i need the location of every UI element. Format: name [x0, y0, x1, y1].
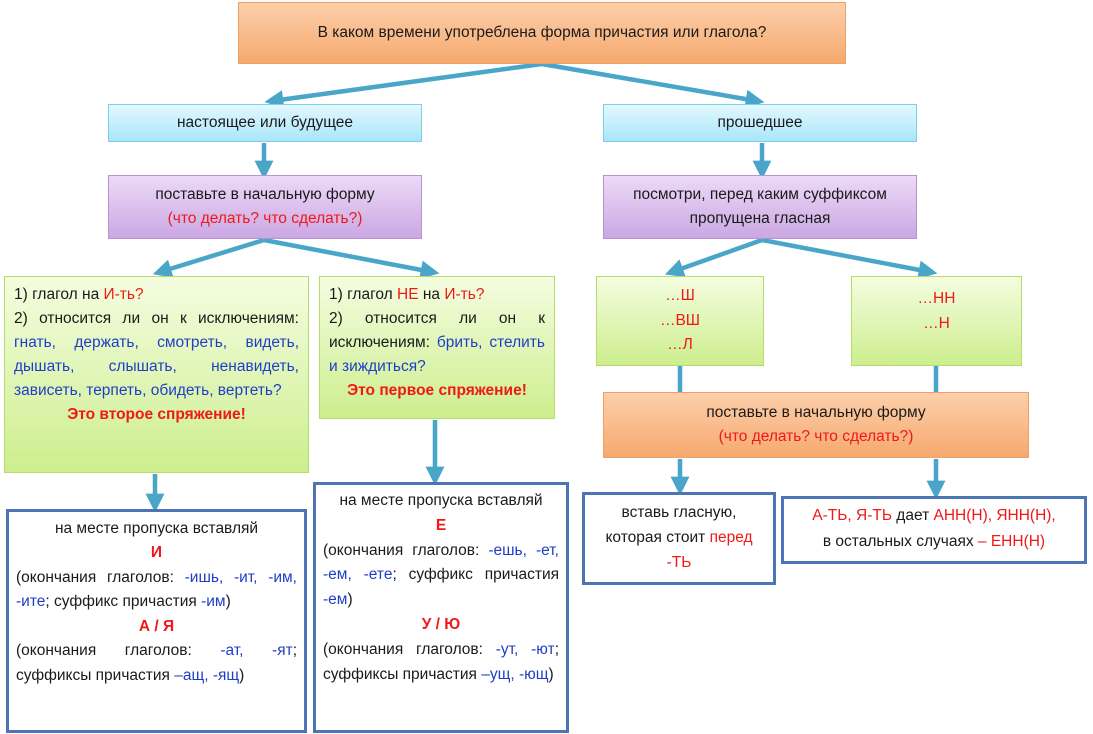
question-text: В каком времени употреблена форма причас…: [317, 23, 767, 41]
ann-line-2: в остальных случаях – ЕНН(Н): [792, 529, 1076, 555]
suffix-l: …Л: [667, 336, 693, 354]
arrow-question-to-past: [541, 61, 765, 109]
suffix-enn: – ЕНН(Н): [977, 532, 1046, 550]
endings-label: (окончания глаголов:: [16, 568, 185, 586]
participle-suffix: -ем: [323, 591, 348, 609]
first-condition-2: 2) относится ли он к исключениям: брить,…: [329, 307, 545, 379]
first-conjugation-result: Это первое спряжение!: [347, 382, 527, 400]
gives-text: дает: [892, 507, 934, 524]
look-line2: пропущена гласная: [689, 210, 831, 227]
suffix-label: ; суффикс причастия: [45, 593, 202, 611]
other-cases-text: в остальных случаях: [822, 532, 978, 550]
close-paren: ): [548, 665, 554, 683]
verb-ending-at-yat: А-ТЬ, Я-ТЬ: [812, 507, 892, 524]
endings-a-ya: (окончания глаголов: -ат, -ят; суффиксы …: [16, 639, 297, 688]
ending-ite: И-ть?: [444, 286, 485, 303]
suffix-ann-yann: АНН(Н), ЯНН(Н),: [933, 507, 1056, 524]
suffix-box-nn-n: …НН …Н: [851, 276, 1022, 366]
vowel-instruction: вставь гласную, которая стоит: [605, 504, 737, 546]
suffix-vsh: …ВШ: [659, 311, 701, 329]
endings-e: (окончания глаголов: -ешь, -ет, -ем, -ет…: [323, 539, 559, 613]
verb-endings: -ишь, -ит, -им, -ите: [16, 568, 297, 611]
condition-text: 2) относится ли он к исключениям:: [14, 310, 299, 328]
first-condition-1: 1) глагол НЕ на И-ть?: [329, 283, 545, 307]
insert-e-box: на месте пропуска вставляй Е (окончания …: [313, 482, 569, 733]
past-box: прошедшее: [603, 104, 917, 142]
question-box: В каком времени употреблена форма причас…: [238, 2, 846, 64]
arrow-look-to-suffix-a: [664, 237, 763, 278]
endings-label: (окончания глаголов:: [323, 640, 496, 658]
verb-endings: -ут, -ют: [495, 640, 555, 658]
close-paren: ): [239, 666, 245, 684]
endings-u-yu: (окончания глаголов: -ут, -ют; суффиксы …: [323, 638, 559, 688]
arrow-look-to-suffix-b: [761, 237, 938, 280]
arrow-infinitive-to-first: [263, 237, 440, 280]
endings-label: (окончания глаголов:: [16, 642, 221, 660]
suffix-label: ; суффиксы причастия: [323, 640, 559, 683]
ann-line-1: А-ТЬ, Я-ТЬ дает АНН(Н), ЯНН(Н),: [792, 503, 1076, 529]
insert-intro: на месте пропуска вставляй: [54, 520, 259, 537]
second-condition-1: 1) глагол на И-ть?: [14, 283, 299, 307]
ending-ite: И-ть?: [103, 286, 144, 303]
infinitive-box-past: поставьте в начальную форму (что делать?…: [603, 392, 1029, 458]
ann-enn-box: А-ТЬ, Я-ТЬ дает АНН(Н), ЯНН(Н), в осталь…: [781, 496, 1087, 564]
insert-vowel-before-t-box: вставь гласную, которая стоит перед -ТЬ: [582, 492, 776, 585]
insert-i-box: на месте пропуска вставляй И (окончания …: [6, 509, 307, 733]
vowel-u-yu: У / Ю: [421, 615, 461, 633]
suffix-box-sh-vsh-l: …Ш …ВШ …Л: [596, 276, 764, 366]
close-paren: ): [347, 591, 353, 609]
condition-text: на: [418, 286, 445, 303]
suffix-nn: …НН: [917, 290, 956, 307]
exceptions-list: брить, стелить и зиждиться?: [329, 334, 545, 376]
close-paren: ): [225, 593, 231, 611]
condition-text: 1) глагол: [329, 286, 398, 303]
infinitive-line1: поставьте в начальную форму: [706, 403, 926, 421]
participle-suffix: –ащ, -ящ: [174, 666, 240, 684]
arrow-infinitive-to-second: [152, 237, 265, 278]
infinitive-line1: поставьте в начальную форму: [155, 185, 375, 203]
look-line1: посмотри, перед каким суффиксом: [633, 185, 887, 203]
suffix-sh: …Ш: [665, 286, 695, 304]
suffix-n: …Н: [923, 314, 950, 332]
verb-endings: -ат, -ят: [220, 642, 293, 660]
arrow-question-to-present: [264, 61, 543, 109]
infinitive-question: (что делать? что сделать?): [167, 210, 363, 227]
suffix-label: ; суффиксы причастия: [16, 642, 297, 684]
past-label: прошедшее: [717, 113, 803, 131]
vowel-a-ya: А / Я: [138, 617, 175, 635]
verb-endings: -ешь, -ет, -ем, -ете: [323, 541, 559, 584]
first-conjugation-box: 1) глагол НЕ на И-ть? 2) относится ли он…: [319, 276, 555, 419]
infinitive-question: (что делать? что сделать?): [718, 428, 914, 445]
condition-text: 1) глагол на: [14, 286, 104, 303]
look-suffix-box: посмотри, перед каким суффиксом пропущен…: [603, 175, 917, 239]
exceptions-list: гнать, держать, смотреть, видеть, дышать…: [14, 334, 299, 400]
vowel-e: Е: [435, 516, 447, 534]
present-future-box: настоящее или будущее: [108, 104, 422, 142]
before-t-marker: перед -ТЬ: [666, 528, 753, 571]
present-future-label: настоящее или будущее: [176, 113, 354, 131]
not-marker: НЕ: [397, 286, 419, 303]
second-conjugation-box: 1) глагол на И-ть? 2) относится ли он к …: [4, 276, 309, 473]
suffix-label: ; суффикс причастия: [392, 566, 559, 584]
insert-intro: на месте пропуска вставляй: [339, 492, 543, 509]
vowel-i: И: [150, 544, 163, 562]
second-condition-2: 2) относится ли он к исключениям: гнать,…: [14, 307, 299, 403]
endings-label: (окончания глаголов:: [323, 541, 489, 559]
endings-i: (окончания глаголов: -ишь, -ит, -им, -ит…: [16, 566, 297, 615]
participle-suffix: –ущ, -ющ: [481, 665, 549, 683]
infinitive-box-present: поставьте в начальную форму (что делать?…: [108, 175, 422, 239]
participle-suffix: -им: [201, 593, 226, 611]
condition-text: 2) относится ли он к исключениям:: [329, 310, 545, 352]
second-conjugation-result: Это второе спряжение!: [67, 406, 246, 424]
